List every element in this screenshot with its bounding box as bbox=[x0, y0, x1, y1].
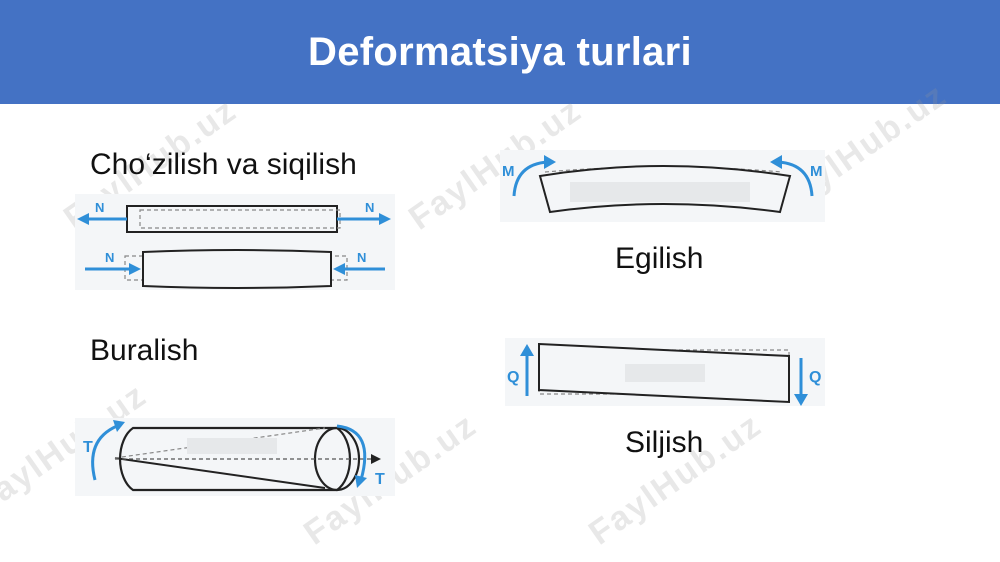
force-label-n: N bbox=[365, 200, 374, 215]
torque-label-t: T bbox=[83, 439, 93, 456]
torsion-figure: T T bbox=[75, 418, 395, 496]
shear-label-q: Q bbox=[809, 369, 821, 386]
shear-figure: Q Q bbox=[505, 338, 825, 406]
bending-figure: M M bbox=[500, 150, 825, 222]
moment-label-m: M bbox=[502, 163, 515, 180]
tension-compression-figure: N N N N bbox=[75, 194, 395, 290]
title-bar: Deformatsiya turlari bbox=[0, 0, 1000, 104]
shear-label: Siljish bbox=[625, 426, 704, 459]
shear-label-q: Q bbox=[507, 369, 519, 386]
force-label-n: N bbox=[95, 200, 104, 215]
bending-label: Egilish bbox=[615, 242, 704, 275]
torque-label-t: T bbox=[375, 471, 385, 488]
page-title: Deformatsiya turlari bbox=[308, 29, 692, 74]
torsion-label: Buralish bbox=[90, 334, 199, 367]
force-label-n: N bbox=[357, 250, 366, 265]
force-label-n: N bbox=[105, 250, 114, 265]
moment-label-m: M bbox=[810, 163, 823, 180]
tension-compression-label: Cho‘zilish va siqilish bbox=[90, 148, 357, 181]
